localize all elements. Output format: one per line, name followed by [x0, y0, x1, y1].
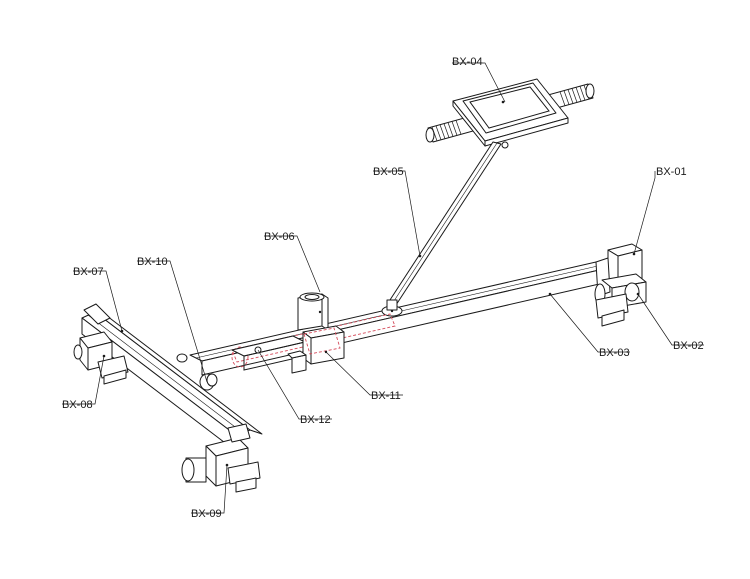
- thread-mark: [435, 125, 442, 140]
- thread-mark: [439, 124, 446, 139]
- label-bx-09: BX-09: [191, 508, 222, 520]
- thread-mark: [571, 88, 578, 103]
- label-bx-01: BX-01: [656, 166, 687, 178]
- label-bx-11: BX-11: [371, 390, 401, 402]
- label-bx-07: BX-07: [73, 266, 104, 278]
- thread-mark: [559, 91, 566, 106]
- bottom-clamp: [181, 423, 261, 493]
- thread-mark: [579, 86, 586, 101]
- left-end-clamp: [73, 303, 129, 385]
- clamp-block: [287, 325, 345, 374]
- label-bx-10: BX-10: [137, 256, 168, 268]
- label-bx-08: BX-08: [62, 399, 93, 411]
- support-pole: [387, 141, 502, 306]
- thread-mark: [451, 121, 458, 136]
- thread-mark: [443, 123, 450, 138]
- thread-mark: [563, 90, 570, 105]
- label-bx-04: BX-04: [452, 56, 483, 68]
- label-bx-05: BX-05: [373, 166, 404, 178]
- pole-base-flange: [381, 299, 403, 317]
- label-bx-03: BX-03: [599, 347, 630, 359]
- label-bx-06: BX-06: [264, 231, 295, 243]
- label-bx-12: BX-12: [300, 414, 331, 426]
- tablet-holder: [452, 78, 569, 149]
- label-bx-02: BX-02: [673, 340, 704, 352]
- thread-mark: [455, 120, 462, 135]
- leader-lines: [62, 62, 704, 514]
- thread-mark: [575, 87, 582, 102]
- thread-mark: [567, 89, 574, 104]
- thread-mark: [447, 122, 454, 137]
- right-clamp: [594, 273, 647, 327]
- vertical-post: [297, 292, 329, 331]
